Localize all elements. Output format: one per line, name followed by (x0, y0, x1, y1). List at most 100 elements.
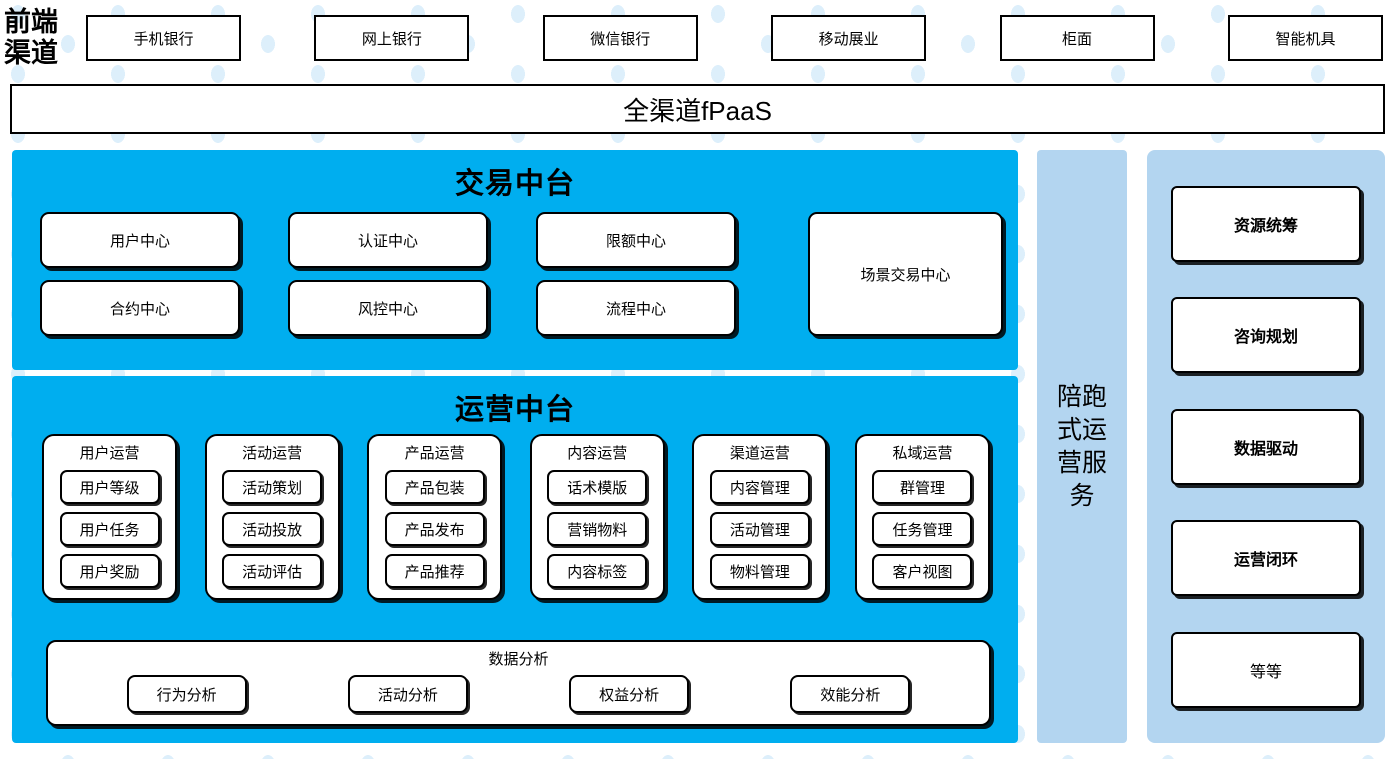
channel-box-label: 网上银行 (361, 30, 422, 48)
trade-center-cell-label: 流程中心 (605, 300, 666, 318)
trade-center-cell-label: 限额中心 (605, 232, 666, 250)
ops-item-label: 活动投放 (242, 521, 303, 539)
service-capability-panel: 资源统筹咨询规划数据驱动运营闭环等等 (1147, 150, 1385, 743)
ops-item-label: 用户等级 (79, 479, 140, 497)
trade-center-cell[interactable]: 流程中心 (536, 280, 736, 336)
channel-box[interactable]: 智能机具 (1227, 15, 1383, 61)
ops-group-title: 内容运营 (567, 445, 628, 462)
trade-center-cell-label: 认证中心 (357, 232, 418, 250)
ops-item-label: 话术模版 (567, 479, 628, 497)
ops-item-label: 活动管理 (729, 521, 790, 539)
data-analysis-item[interactable]: 权益分析 (569, 675, 690, 713)
scene-transaction-center-box[interactable]: 场景交易中心 (808, 212, 1003, 336)
trade-center-cell[interactable]: 认证中心 (288, 212, 488, 268)
trade-center-column: 限额中心流程中心 (536, 212, 736, 348)
ops-item-label: 活动评估 (242, 563, 303, 581)
ops-item[interactable]: 话术模版 (547, 470, 648, 504)
trade-center-cell-label: 用户中心 (109, 232, 170, 250)
channel-box[interactable]: 微信银行 (542, 15, 698, 61)
escort-service-column: 陪跑式运营服务 (1037, 150, 1127, 743)
ops-center-panel: 运营中台 用户运营用户等级用户任务用户奖励活动运营活动策划活动投放活动评估产品运… (12, 376, 1018, 743)
ops-item-label: 产品发布 (404, 521, 465, 539)
ops-item-label: 活动策划 (242, 479, 303, 497)
channel-box[interactable]: 柜面 (999, 15, 1155, 61)
ops-item-label: 产品推荐 (404, 563, 465, 581)
ops-center-groups: 用户运营用户等级用户任务用户奖励活动运营活动策划活动投放活动评估产品运营产品包装… (42, 434, 990, 600)
data-analysis-item[interactable]: 活动分析 (347, 675, 468, 713)
data-analysis-title: 数据分析 (488, 651, 549, 668)
service-card[interactable]: 咨询规划 (1171, 297, 1361, 373)
trade-center-cell[interactable]: 限额中心 (536, 212, 736, 268)
service-card[interactable]: 资源统筹 (1171, 185, 1361, 262)
front-channel-label-line1: 前端 (4, 7, 58, 37)
ops-item[interactable]: 任务管理 (872, 512, 973, 546)
ops-group: 渠道运营内容管理活动管理物料管理 (692, 434, 828, 600)
data-analysis-item-label: 效能分析 (820, 686, 881, 704)
service-card-label: 运营闭环 (1233, 552, 1298, 569)
ops-item[interactable]: 活动管理 (709, 512, 810, 546)
ops-item[interactable]: 客户视图 (872, 554, 973, 588)
data-analysis-item[interactable]: 效能分析 (790, 675, 911, 713)
data-analysis-item-label: 权益分析 (599, 686, 660, 704)
ops-center-title: 运营中台 (454, 394, 575, 426)
ops-group-title: 渠道运营 (729, 445, 790, 462)
ops-group: 活动运营活动策划活动投放活动评估 (204, 434, 340, 600)
channel-box-label: 微信银行 (590, 30, 651, 48)
ops-item[interactable]: 活动评估 (222, 554, 323, 588)
trade-center-cell[interactable]: 合约中心 (40, 280, 240, 336)
ops-group-title: 用户运营 (79, 445, 140, 462)
ops-group-title: 私域运营 (892, 445, 953, 462)
ops-item[interactable]: 活动策划 (222, 470, 323, 504)
data-analysis-item-label: 行为分析 (156, 686, 217, 704)
ops-item[interactable]: 用户任务 (59, 512, 160, 546)
data-analysis-items: 行为分析 活动分析 权益分析 效能分析 (48, 669, 989, 713)
ops-item[interactable]: 用户等级 (59, 470, 160, 504)
ops-item-label: 内容管理 (729, 479, 790, 497)
ops-item-label: 用户奖励 (79, 563, 140, 581)
channel-box[interactable]: 移动展业 (771, 15, 927, 61)
channel-box-label: 柜面 (1062, 30, 1093, 48)
front-channel-label-line2: 渠道 (4, 38, 58, 68)
channel-box-label: 手机银行 (133, 30, 194, 48)
ops-item-label: 用户任务 (79, 521, 140, 539)
data-analysis-item[interactable]: 行为分析 (126, 675, 247, 713)
channel-box[interactable]: 网上银行 (314, 15, 470, 61)
service-card[interactable]: 数据驱动 (1171, 408, 1361, 485)
service-card[interactable]: 运营闭环 (1171, 520, 1361, 596)
omnichannel-fpaas-bar[interactable]: 全渠道fPaaS (10, 84, 1385, 134)
ops-item[interactable]: 内容管理 (709, 470, 810, 504)
ops-item[interactable]: 产品推荐 (384, 554, 485, 588)
service-card-label: 数据驱动 (1233, 440, 1298, 458)
front-channel-label: 前端 渠道 (0, 7, 86, 69)
channel-box[interactable]: 手机银行 (86, 15, 241, 61)
scene-transaction-center-label: 场景交易中心 (860, 266, 951, 284)
ops-item[interactable]: 产品包装 (384, 470, 485, 504)
ops-item[interactable]: 物料管理 (709, 554, 810, 588)
ops-item[interactable]: 用户奖励 (59, 554, 160, 588)
ops-item-label: 任务管理 (892, 521, 953, 539)
trade-center-cell[interactable]: 用户中心 (40, 212, 240, 268)
ops-item-label: 产品包装 (404, 479, 465, 497)
ops-item-label: 内容标签 (567, 563, 628, 581)
ops-group-title: 产品运营 (404, 445, 465, 462)
ops-item-label: 营销物料 (567, 521, 628, 539)
trade-center-grid: 用户中心合约中心认证中心风控中心限额中心流程中心场景交易中心 (40, 212, 1003, 352)
channel-box-label: 移动展业 (818, 30, 879, 48)
trade-center-cell[interactable]: 风控中心 (288, 280, 488, 336)
data-analysis-item-label: 活动分析 (377, 686, 438, 704)
ops-group: 私域运营群管理任务管理客户视图 (854, 434, 990, 600)
service-card[interactable]: 等等 (1171, 631, 1361, 708)
ops-group: 产品运营产品包装产品发布产品推荐 (367, 434, 503, 600)
ops-item[interactable]: 内容标签 (547, 554, 648, 588)
ops-group: 用户运营用户等级用户任务用户奖励 (42, 434, 177, 600)
ops-item-label: 客户视图 (892, 563, 953, 581)
ops-item[interactable]: 活动投放 (222, 512, 323, 546)
service-card-label: 资源统筹 (1233, 217, 1298, 235)
service-card-label: 咨询规划 (1233, 329, 1298, 346)
ops-item[interactable]: 群管理 (872, 470, 973, 504)
trade-center-column: 认证中心风控中心 (288, 212, 488, 348)
ops-item[interactable]: 营销物料 (547, 512, 648, 546)
channel-box-strip: 手机银行 网上银行 微信银行 移动展业 柜面 智能机具 (86, 15, 1393, 61)
trade-center-panel: 交易中台 用户中心合约中心认证中心风控中心限额中心流程中心场景交易中心 (12, 150, 1018, 370)
ops-item[interactable]: 产品发布 (384, 512, 485, 546)
